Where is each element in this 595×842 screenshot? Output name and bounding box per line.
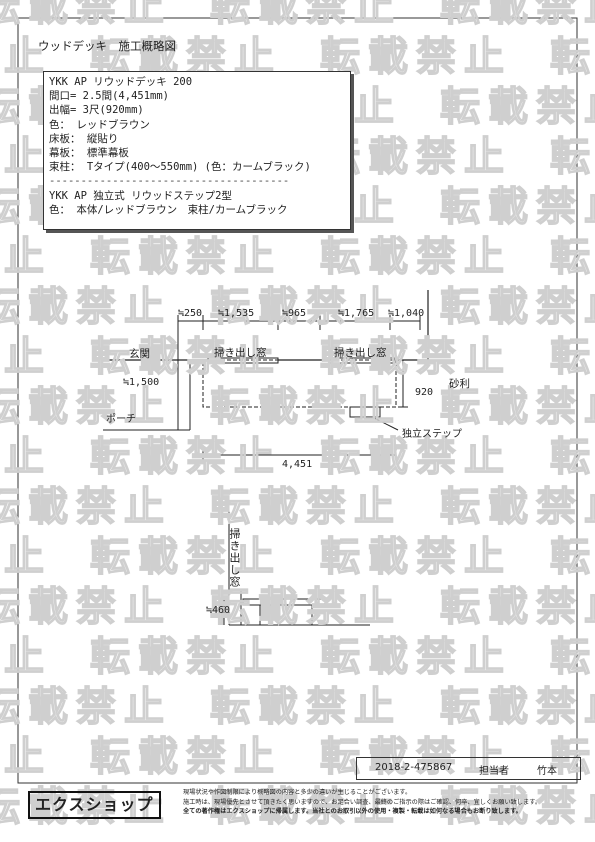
footer-notes: 現場状況や作図制限により概略図の内容と多少の違いが生じることがございます。 施工… xyxy=(183,788,541,817)
entrance-label: 玄関 xyxy=(129,348,150,360)
spec-line-apron: 幕板： 標準幕板 xyxy=(49,147,129,160)
brand-logo: エクスショップ xyxy=(28,791,161,819)
footer-note-3: 全ての著作権はエクスショップに帰属します。当社とのお取引以外の使用・複製・転載は… xyxy=(183,808,522,815)
spec-line-product: YKK AP リウッドデッキ 200 xyxy=(49,76,193,88)
section-window-label: 掃き出し窓 xyxy=(228,528,241,588)
dim-top-1: ≒250 xyxy=(178,308,203,319)
spec-line-step-color: 色： 本体/レッドブラウン 束柱/カームブラック xyxy=(49,203,288,216)
spec-line-width: 間口= 2.5間(4,451mm) xyxy=(49,90,170,103)
footer-note-2: 施工時は、現場優先とさせて頂きたく思いますので、お足合い調査、最終のご指示の際は… xyxy=(183,798,542,806)
spec-line-depth: 出幅= 3尺(920mm) xyxy=(49,104,144,117)
dim-bottom: 4,451 xyxy=(282,459,313,470)
spec-box: YKK AP リウッドデッキ 200 間口= 2.5間(4,451mm) 出幅=… xyxy=(43,71,351,230)
page-title: ウッドデッキ 施工概略図 xyxy=(38,39,176,53)
porch-label: ポーチ xyxy=(106,414,136,425)
spec-line-post: 束柱： Tタイプ(400～550mm) (色：カームブラック) xyxy=(49,161,311,174)
spec-separator: -------------------------------------- xyxy=(49,175,290,188)
document-number: 2018-2-475867 xyxy=(375,762,453,773)
staff-label: 担当者 xyxy=(479,766,509,777)
dim-left: ≒1,500 xyxy=(123,377,160,388)
staff-name: 竹本 xyxy=(537,766,557,777)
window-label-2: 掃き出し窓 xyxy=(334,347,387,359)
section-view xyxy=(222,505,370,626)
spec-line-floor: 床板： 縦貼り xyxy=(49,132,119,145)
footer-note-1: 現場状況や作図制限により概略図の内容と多少の違いが生じることがございます。 xyxy=(183,789,412,796)
dim-top-4: ≒1,765 xyxy=(338,308,375,319)
section-dim-height: ≒460 xyxy=(206,605,231,616)
dim-right: 920 xyxy=(415,387,434,398)
dim-top-3: ≒965 xyxy=(282,308,307,319)
gravel-label: 砂利 xyxy=(449,378,470,390)
spec-line-color: 色： レッドブラウン xyxy=(49,118,150,131)
dim-top-5: ≒1,040 xyxy=(388,308,425,319)
spec-line-step: YKK AP 独立式 リウッドステップ2型 xyxy=(49,189,232,202)
step-label: 独立ステップ xyxy=(402,429,462,440)
title-block: 2018-2-475867 担当者 竹本 xyxy=(356,757,581,780)
dim-top-2: ≒1,535 xyxy=(218,308,255,319)
window-label-1: 掃き出し窓 xyxy=(214,347,267,359)
plan-view xyxy=(103,290,429,462)
